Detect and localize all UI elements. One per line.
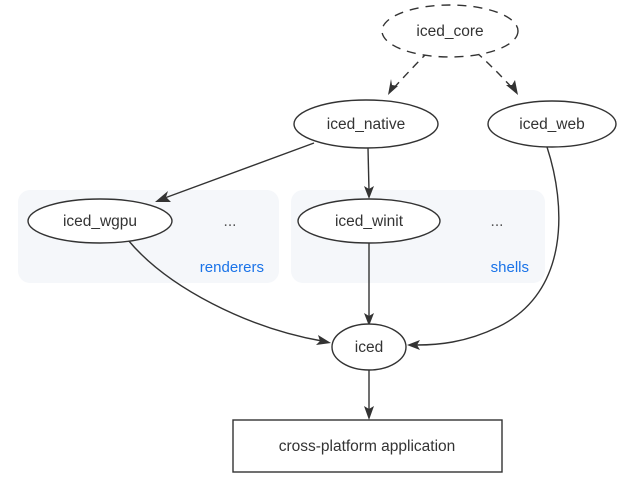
edge-iced-winit-to-iced xyxy=(364,243,374,326)
edge-iced-wgpu-to-iced xyxy=(127,239,331,345)
cluster-shells-ellipsis: ... xyxy=(491,213,504,230)
edge-path xyxy=(416,146,560,346)
node-iced-web-shape[interactable] xyxy=(487,100,617,148)
node-iced-wgpu[interactable]: iced_wgpu xyxy=(27,198,173,244)
arrow-head xyxy=(506,80,518,95)
edge-iced-core-to-iced-native xyxy=(388,51,429,95)
arrow-head xyxy=(364,186,374,199)
arrow-head xyxy=(316,335,331,345)
node-cross-platform-application[interactable]: cross-platform application xyxy=(232,419,503,473)
node-cross-platform-application-label: cross-platform application xyxy=(279,438,456,455)
edge-path xyxy=(391,51,429,91)
node-iced-winit-label: iced_winit xyxy=(335,213,404,230)
edge-iced-native-to-iced-wgpu xyxy=(155,142,315,202)
node-iced-core[interactable]: iced_core xyxy=(381,4,519,58)
edge-path xyxy=(475,51,515,91)
edge-path xyxy=(161,142,315,200)
node-iced-native-label: iced_native xyxy=(327,116,405,133)
arrow-head xyxy=(364,406,374,420)
cluster-renderers-ellipsis: ... xyxy=(224,213,237,230)
node-iced-native-shape[interactable] xyxy=(293,99,439,149)
node-iced-shape[interactable] xyxy=(331,323,407,371)
node-iced-native[interactable]: iced_native xyxy=(293,99,439,149)
cluster-renderers-label: renderers xyxy=(200,259,264,276)
edge-iced-core-to-iced-web xyxy=(475,51,518,95)
node-iced-web-label: iced_web xyxy=(519,116,585,133)
arrow-head xyxy=(407,340,420,350)
node-iced-winit-shape[interactable] xyxy=(297,198,441,244)
node-iced-label: iced xyxy=(355,339,383,356)
node-iced-core-shape[interactable] xyxy=(381,4,519,58)
arrow-head xyxy=(364,313,374,326)
arrow-head xyxy=(388,79,398,95)
edge-iced-web-to-iced xyxy=(407,146,560,350)
node-iced-web[interactable]: iced_web xyxy=(487,100,617,148)
edge-path xyxy=(367,147,370,192)
edge-iced-native-to-iced-winit xyxy=(364,147,374,199)
node-iced-winit[interactable]: iced_winit xyxy=(297,198,441,244)
node-iced[interactable]: iced xyxy=(331,323,407,371)
edge-path xyxy=(127,239,323,342)
node-iced-core-label: iced_core xyxy=(416,23,483,40)
node-iced-wgpu-label: iced_wgpu xyxy=(63,213,137,230)
node-cross-platform-application-shape[interactable] xyxy=(232,419,503,473)
cluster-shells-label: shells xyxy=(491,259,529,276)
node-iced-wgpu-shape[interactable] xyxy=(27,198,173,244)
arrow-head xyxy=(155,191,171,202)
edge-iced-to-application xyxy=(364,370,374,420)
